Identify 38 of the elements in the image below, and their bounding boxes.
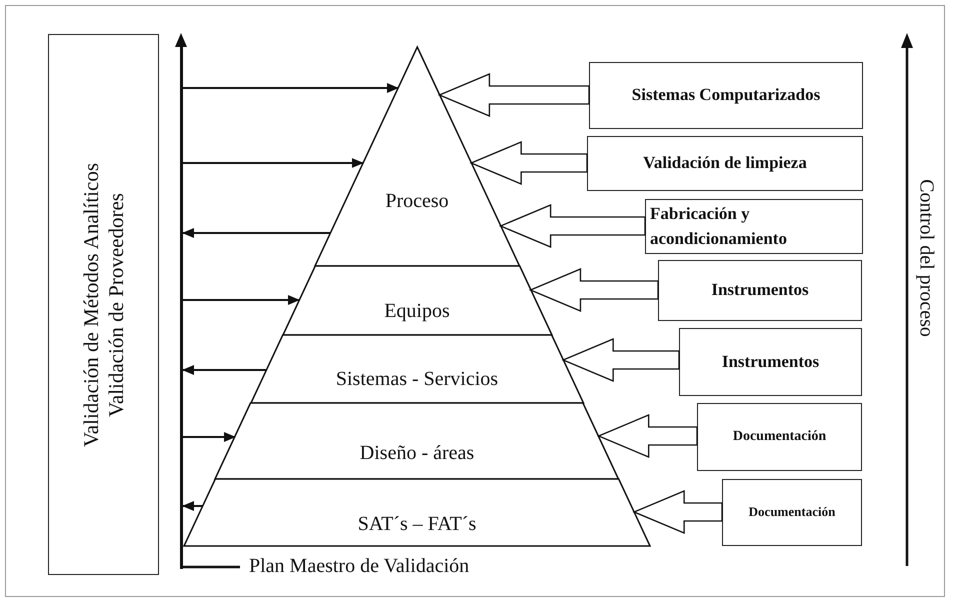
label-box: [589, 62, 863, 129]
box-label: Sistemas Computarizados: [630, 84, 822, 106]
label-box: [658, 260, 862, 321]
arrow: [183, 83, 399, 93]
arrow: [182, 365, 266, 375]
label-box: [697, 403, 862, 471]
box-label: Documentación: [732, 428, 828, 446]
block-arrow: [632, 490, 723, 534]
band-label: Sistemas - Servicios: [334, 368, 500, 391]
block-arrow: [528, 268, 659, 312]
band-label: SAT´s – FAT´s: [356, 513, 478, 536]
box-label: Instrumentos: [720, 350, 820, 373]
arrow: [183, 158, 364, 168]
label-box: [722, 479, 862, 546]
block-arrow: [469, 141, 588, 185]
label-box: [645, 199, 863, 254]
side-box: [48, 34, 159, 575]
box-label: Instrumentos: [710, 279, 810, 302]
axis-label: Plan Maestro de Validación: [249, 555, 470, 578]
band-label: Proceso: [384, 190, 450, 213]
box-label: Validación de limpieza: [642, 152, 808, 174]
block-arrow: [438, 73, 590, 117]
label-box: [679, 328, 862, 396]
arrow: [183, 432, 236, 442]
band-label: Equipos: [383, 300, 451, 323]
arrow: [182, 501, 203, 511]
box-label: Fabricación y acondicionamiento: [649, 202, 788, 250]
arrow: [183, 295, 300, 305]
box-label: Documentación: [748, 503, 836, 522]
box-label: Validación de Proveedores: [104, 192, 128, 419]
axis-label: Control del proceso: [914, 179, 938, 337]
arrow: [182, 228, 330, 238]
block-arrow: [498, 204, 646, 248]
band-label: Diseño - áreas: [358, 442, 476, 465]
block-arrow: [596, 414, 698, 458]
box-label: Validación de Métodos Analíticos: [78, 161, 104, 449]
label-box: [587, 136, 863, 191]
block-arrow: [561, 338, 680, 382]
